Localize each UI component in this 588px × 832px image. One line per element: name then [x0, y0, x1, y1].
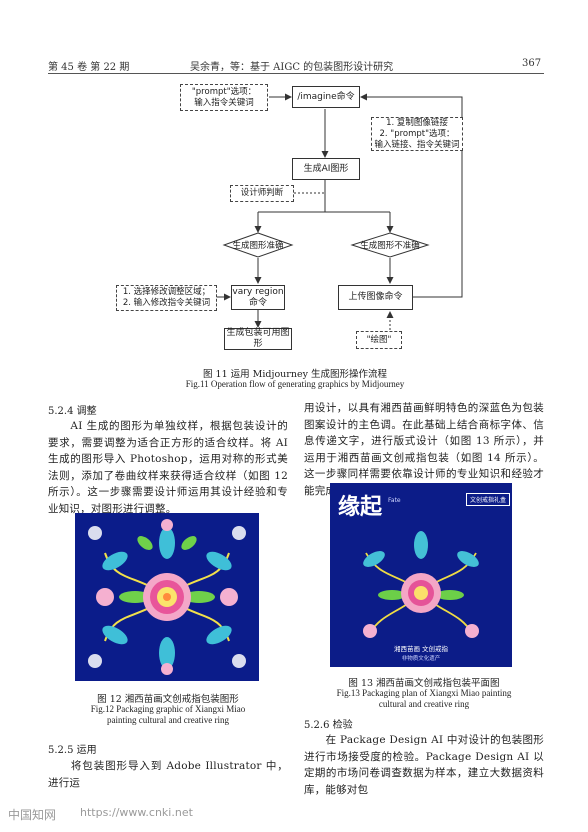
- fig12-image: [75, 513, 259, 681]
- fig13-caption-en-2: cultural and creative ring: [378, 699, 470, 709]
- fig11-caption-zh: 图 11 运用 Midjourney 生成图形操作流程: [203, 369, 387, 380]
- flow-generate-ai: 生成AI图形: [292, 158, 360, 180]
- pkg-tag: 文创戒指礼盒: [466, 493, 511, 506]
- section-heading-5-2-6: 5.2.6 检验: [304, 720, 353, 731]
- fig12-caption-en-1: Fig.12 Packaging graphic of Xiangxi Miao: [90, 704, 246, 714]
- pkg-bottom-line2: 非物质文化遗产: [401, 656, 441, 662]
- pkg-subtitle: Fate: [388, 497, 401, 504]
- header-rule: [48, 73, 544, 74]
- flow-prompt-note: "prompt"选项： 输入指令关键词: [180, 84, 268, 111]
- pkg-title: 缘起: [338, 495, 383, 520]
- flow-inaccurate-label: 生成图形不准确: [360, 241, 420, 251]
- pkg-bottom-line1: 湘西苗画 文创戒指: [393, 645, 449, 653]
- flowchart: "prompt"选项： 输入指令关键词 /imagine命令 1. 复制图像链接…: [0, 0, 588, 360]
- flow-imagine-command: /imagine命令: [292, 86, 360, 108]
- diamond-inaccurate: [350, 232, 430, 258]
- fig13-caption-en-1: Fig.13 Packaging plan of Xiangxi Miao pa…: [336, 688, 512, 698]
- flow-designer-judge: 设计师判断: [230, 185, 294, 202]
- section-heading-5-2-4: 5.2.4 调整: [48, 406, 97, 417]
- left-paragraph-1: AI 生成的图形为单独纹样，根据包装设计的要求，需要调整为适合正方形的适合纹样。…: [48, 420, 288, 515]
- header-title: 吴余青，等：基于 AIGC 的包装图形设计研究: [190, 62, 394, 73]
- flowchart-connectors: [217, 93, 463, 330]
- fig12-floral-pattern: [75, 513, 259, 681]
- flow-accurate-label: 生成图形准确: [232, 241, 284, 251]
- footer-logo: 中国知网: [8, 808, 57, 822]
- flow-final: 生成包装可用图形: [224, 328, 292, 350]
- diamond-accurate: [222, 232, 294, 258]
- fig12-caption-zh: 图 12 湘西苗画文创戒指包装图形: [97, 694, 239, 705]
- left-paragraph-2: 将包装图形导入到 Adobe Illustrator 中，进行运: [48, 760, 288, 789]
- right-paragraph-2: 在 Package Design AI 中对设计的包装图形进行市场接受度的检验。…: [304, 734, 544, 796]
- fig11-caption-en: Fig.11 Operation flow of generating grap…: [185, 379, 405, 389]
- fig12-caption-en-2: painting cultural and creative ring: [107, 715, 229, 725]
- fig13-pattern: [330, 483, 512, 667]
- flow-sketch-note: "绘图": [356, 331, 402, 349]
- header-page-number: 367: [522, 58, 542, 69]
- flow-right-note: 1. 复制图像链接 2. "prompt"选项： 输入链接、指令关键词: [371, 117, 463, 151]
- footer-url[interactable]: https://www.cnki.net: [80, 806, 193, 819]
- flow-vary-region: vary region命令: [231, 285, 285, 310]
- section-heading-5-2-5: 5.2.5 运用: [48, 745, 97, 756]
- fig13-image: 缘起 Fate 文创戒指礼盒 湘西苗画 文创戒指 非物质文化遗产: [330, 483, 512, 667]
- fig13-caption-zh: 图 13 湘西苗画文创戒指包装平面图: [348, 678, 500, 689]
- arrow-upload-imagine: [360, 93, 463, 298]
- flow-upload-command: 上传图像命令: [338, 285, 413, 310]
- flow-vary-note: 1. 选择修改调整区域； 2. 输入修改指令关键词: [116, 285, 217, 311]
- header-volume: 第 45 卷 第 22 期: [48, 62, 130, 73]
